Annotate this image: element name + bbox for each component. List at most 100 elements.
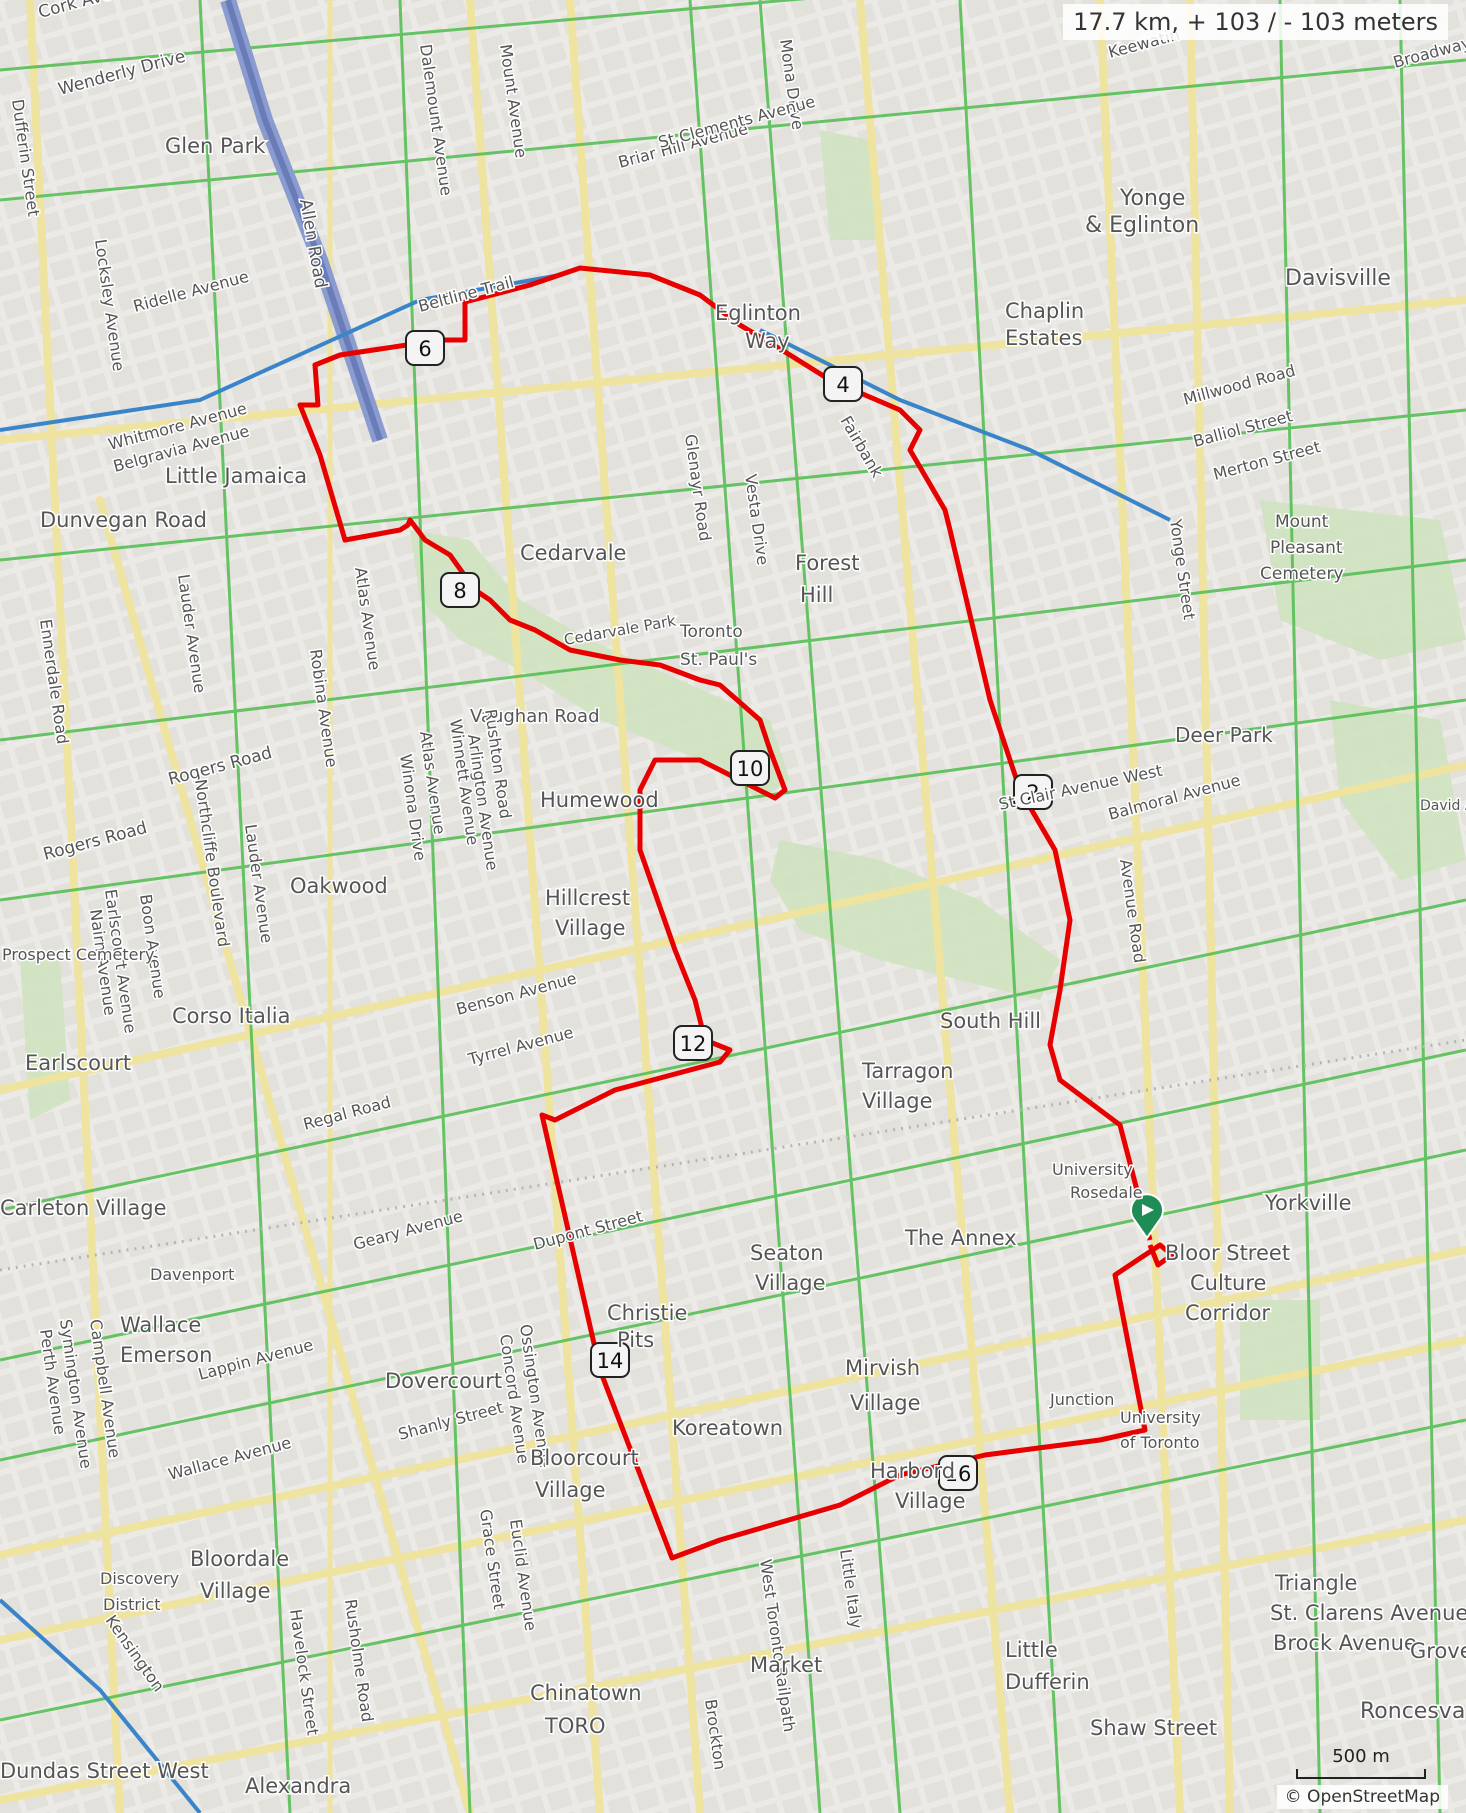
map-label: University (1120, 1408, 1201, 1427)
map-label: Shaw Street (1090, 1716, 1217, 1740)
map-label: Village (555, 916, 626, 940)
map-label: Village (850, 1391, 921, 1415)
map-label: Little (1005, 1638, 1058, 1662)
km-marker-6: 6 (405, 330, 445, 366)
map-label: Hillcrest (545, 886, 630, 910)
map-label: Davenport (150, 1265, 234, 1284)
km-marker-label: 14 (597, 1349, 624, 1373)
map-label: Culture (1190, 1271, 1266, 1295)
map-label: The Annex (904, 1226, 1017, 1250)
map-label: Estates (1005, 326, 1082, 350)
map-label: Hill (800, 583, 833, 607)
map-label: Village (535, 1478, 606, 1502)
map-label: Forest (795, 551, 859, 575)
map-label: Village (895, 1489, 966, 1513)
map-label: Mount (1275, 512, 1329, 532)
map-label: Rosedale (1070, 1183, 1143, 1202)
map-label: Bloor Street (1165, 1241, 1290, 1265)
map-label: Dufferin (1005, 1670, 1090, 1694)
map-label: Dunvegan Road (40, 508, 207, 532)
map-label: St. Paul's (680, 650, 757, 670)
map-label: Earlscourt (25, 1051, 131, 1075)
map-label: Eglinton (715, 301, 801, 325)
scale-label: 500 m (1332, 1746, 1390, 1767)
km-marker-12: 12 (673, 1025, 713, 1061)
km-marker-label: 6 (418, 337, 431, 361)
map-label: St. Clarens Avenue (1270, 1601, 1466, 1625)
map-label: Toronto (679, 622, 743, 642)
map-label: Bloordale (190, 1547, 289, 1571)
map-label: University (1052, 1160, 1133, 1179)
map-label: Discovery (100, 1569, 179, 1588)
map-label: Market (750, 1653, 822, 1677)
map-label: Seaton (750, 1241, 824, 1265)
map-label: & Eglinton (1085, 213, 1199, 238)
map-label: Harbord (870, 1459, 955, 1483)
map-label: Alexandra (245, 1774, 351, 1798)
map-label: Dundas Street West (0, 1759, 209, 1783)
map-label: Emerson (120, 1343, 212, 1367)
km-marker-10: 10 (730, 750, 770, 786)
scale-bar-graphic (1296, 1769, 1426, 1779)
map-label: Vaughan Road (470, 706, 600, 727)
map-label: TORO (544, 1714, 605, 1738)
map-label: David A. Balfour Park (1420, 798, 1466, 814)
map-label: Grove (1410, 1639, 1466, 1663)
map-label: Junction (1049, 1390, 1114, 1409)
map-label: Christie (607, 1301, 687, 1325)
map-label: of Toronto (1120, 1433, 1200, 1452)
km-marker-2: 2 (1013, 774, 1053, 810)
km-marker-16: 16 (938, 1455, 978, 1491)
map-label: Village (200, 1579, 271, 1603)
km-marker-label: 2 (1026, 781, 1039, 805)
map-label: South Hill (940, 1009, 1041, 1033)
map-label: Prospect Cemetery (2, 945, 154, 964)
km-marker-label: 4 (836, 373, 849, 397)
map-label: Pits (617, 1328, 654, 1352)
map-label: Davisville (1285, 266, 1391, 291)
map-label: District (103, 1595, 160, 1614)
attribution[interactable]: © OpenStreetMap (1276, 1785, 1448, 1809)
map-label: Carleton Village (0, 1196, 167, 1220)
km-marker-label: 10 (737, 757, 764, 781)
map-label: Tarragon (861, 1059, 953, 1083)
map-label: Humewood (540, 788, 659, 812)
scale-bar: 500 m (1296, 1746, 1426, 1779)
route-stats: 17.7 km, + 103 / - 103 meters (1063, 4, 1448, 40)
map-label: Mirvish (845, 1356, 920, 1380)
map-label: Yorkville (1264, 1191, 1352, 1215)
map-label: Dovercourt (385, 1369, 502, 1393)
railpath-line (0, 1598, 202, 1813)
map-label: Wallace (120, 1313, 201, 1337)
route-path[interactable] (297, 265, 1175, 1561)
map-label: Glen Park (165, 134, 266, 158)
beltline-trail-line (0, 273, 561, 432)
map-label: Oakwood (290, 874, 388, 898)
map-label: Village (755, 1271, 826, 1295)
km-marker-label: 8 (453, 579, 466, 603)
map-label: Koreatown (672, 1416, 783, 1440)
km-marker-4: 4 (823, 366, 863, 402)
km-markers: 2 4 6 8 10 12 14 16 (405, 330, 1053, 1491)
map-label: Triangle (1274, 1571, 1357, 1595)
map-label: Pleasant (1270, 538, 1343, 558)
map-label: Roncesvalles (1360, 1699, 1466, 1724)
map-label: Corso Italia (172, 1004, 290, 1028)
map-label: Way (745, 329, 790, 353)
map-label: Cedarvale (520, 541, 626, 565)
map-label: Chinatown (530, 1681, 642, 1705)
map-label: Brock Avenue (1273, 1631, 1417, 1655)
start-marker[interactable] (1130, 1193, 1164, 1240)
map-label: Bloorcourt (530, 1446, 639, 1470)
map-label: Little Jamaica (165, 464, 307, 488)
km-marker-14: 14 (590, 1342, 630, 1378)
map-label: Cemetery (1260, 564, 1344, 584)
km-marker-8: 8 (440, 572, 480, 608)
km-marker-label: 12 (680, 1032, 707, 1056)
map-label: Deer Park (1175, 723, 1273, 747)
map-label: Yonge (1119, 186, 1185, 211)
map-label: Village (862, 1089, 933, 1113)
